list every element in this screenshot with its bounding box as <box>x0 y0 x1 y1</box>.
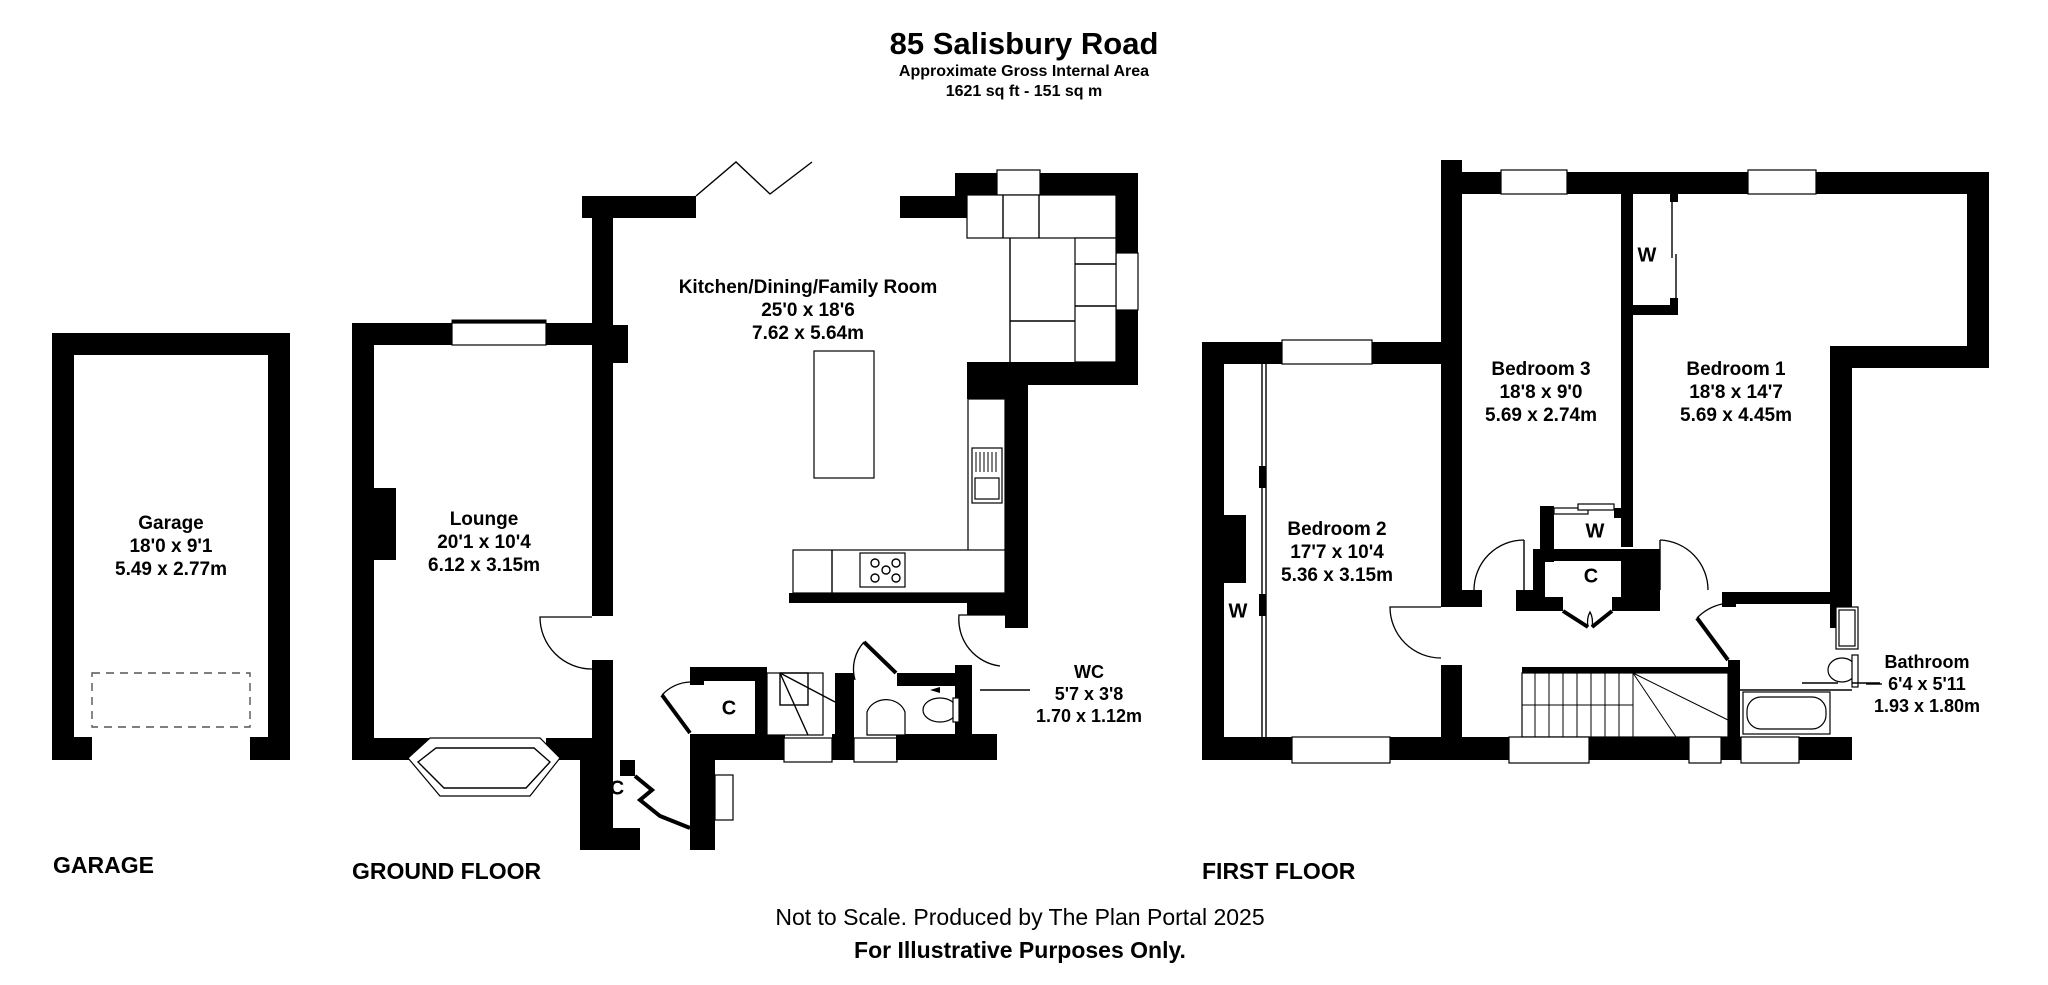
room-metric: 5.69 x 4.45m <box>1680 405 1792 427</box>
room-metric: 5.36 x 3.15m <box>1281 565 1393 587</box>
room-label-lounge: Lounge 20'1 x 10'4 6.12 x 3.15m <box>428 508 540 578</box>
property-title: 85 Salisbury Road <box>889 26 1159 61</box>
room-name: Bathroom <box>1884 652 1970 672</box>
cupboard-label-landing: C <box>1583 565 1599 588</box>
room-name: WC <box>1074 662 1104 682</box>
floor-label-first: FIRST FLOOR <box>1202 858 1356 884</box>
first-floor-plan <box>1202 160 1989 764</box>
room-metric: 5.69 x 2.74m <box>1485 405 1597 427</box>
wardrobe-label-bedroom-3: W <box>1585 520 1605 543</box>
cupboard-label-entrance: C <box>609 777 625 800</box>
cupboard-label-hall: C <box>721 697 737 720</box>
room-label-bedroom-2: Bedroom 2 17'7 x 10'4 5.36 x 3.15m <box>1281 518 1393 588</box>
area-value: 1621 sq ft - 151 sq m <box>945 83 1103 100</box>
room-metric: 5.49 x 2.77m <box>115 559 227 581</box>
room-metric: 6.12 x 3.15m <box>428 555 540 577</box>
ground-floor-plan <box>352 161 1139 850</box>
room-imperial: 6'4 x 5'11 <box>1888 673 1966 694</box>
floor-label-garage: GARAGE <box>53 852 154 878</box>
footer-illustrative: For Illustrative Purposes Only. <box>854 937 1186 963</box>
footer-disclaimer: Not to Scale. Produced by The Plan Porta… <box>775 904 1265 930</box>
plan-header: 85 Salisbury Road Approximate Gross Inte… <box>890 26 1159 102</box>
room-name: Garage <box>138 513 204 534</box>
garage-plan <box>52 333 290 760</box>
room-imperial: 25'0 x 18'6 <box>761 300 855 322</box>
area-subtitle: Approximate Gross Internal Area <box>898 63 1150 80</box>
room-label-kitchen: Kitchen/Dining/Family Room 25'0 x 18'6 7… <box>679 276 938 346</box>
room-name: Lounge <box>449 509 519 530</box>
room-name: Bedroom 3 <box>1491 359 1591 380</box>
floor-label-ground: GROUND FLOOR <box>352 858 542 884</box>
room-metric: 1.93 x 1.80m <box>1873 695 1981 716</box>
room-label-bedroom-3: Bedroom 3 18'8 x 9'0 5.69 x 2.74m <box>1485 358 1597 428</box>
room-imperial: 18'8 x 9'0 <box>1499 382 1583 404</box>
room-imperial: 18'8 x 14'7 <box>1689 382 1783 404</box>
room-imperial: 17'7 x 10'4 <box>1290 542 1384 564</box>
room-imperial: 5'7 x 3'8 <box>1054 683 1124 704</box>
room-label-bedroom-1: Bedroom 1 18'8 x 14'7 5.69 x 4.45m <box>1680 358 1792 428</box>
room-name: Kitchen/Dining/Family Room <box>678 277 938 298</box>
room-label-garage: Garage 18'0 x 9'1 5.49 x 2.77m <box>115 512 227 582</box>
room-name: Bedroom 1 <box>1686 359 1786 380</box>
room-label-bathroom: Bathroom 6'4 x 5'11 1.93 x 1.80m <box>1874 652 1980 718</box>
wardrobe-label-bedroom-1: W <box>1637 244 1657 267</box>
room-metric: 7.62 x 5.64m <box>752 323 864 345</box>
room-label-wc: WC 5'7 x 3'8 1.70 x 1.12m <box>1036 662 1142 728</box>
room-imperial: 18'0 x 9'1 <box>129 536 213 558</box>
wardrobe-label-bedroom-2: W <box>1228 600 1248 623</box>
room-name: Bedroom 2 <box>1287 519 1387 540</box>
room-metric: 1.70 x 1.12m <box>1035 705 1143 726</box>
room-imperial: 20'1 x 10'4 <box>437 532 531 554</box>
